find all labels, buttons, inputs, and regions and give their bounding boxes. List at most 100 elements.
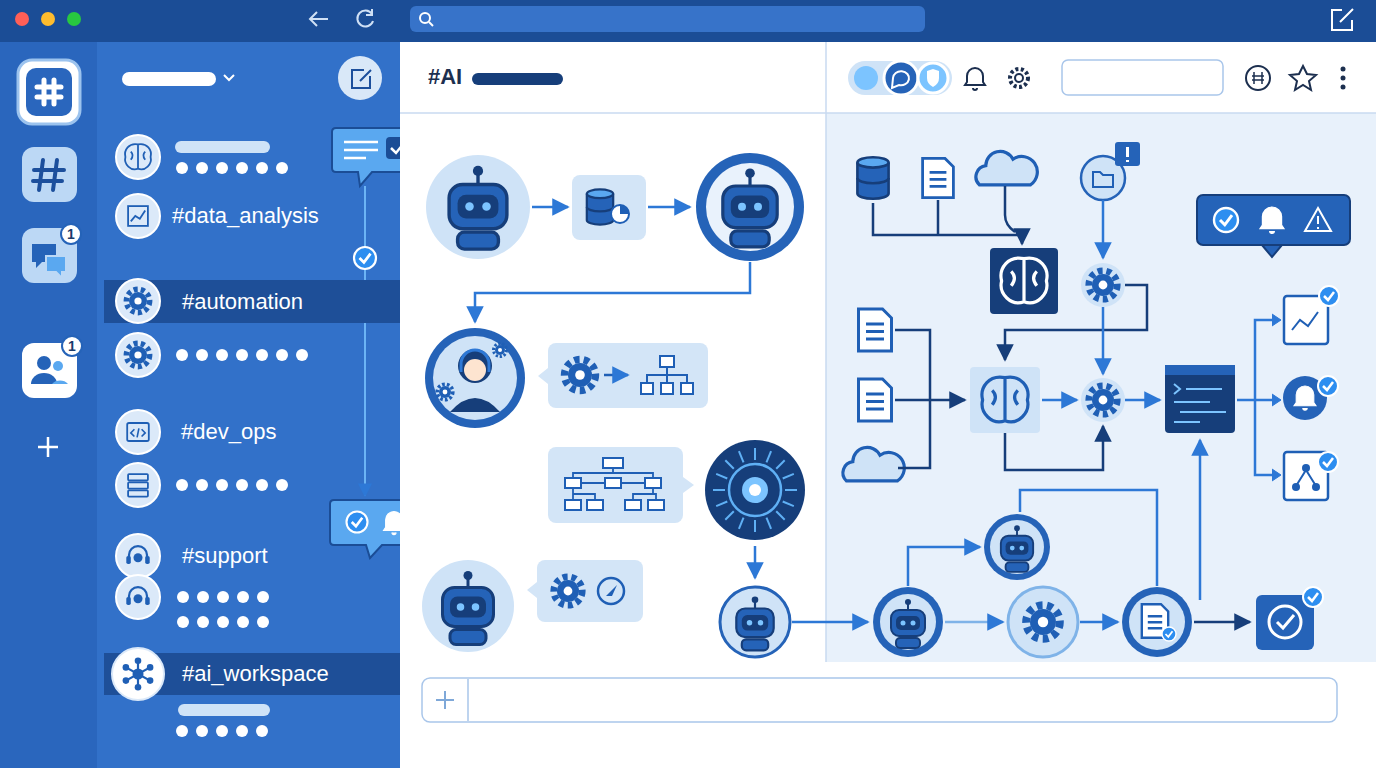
illustration-circle — [696, 153, 804, 261]
illustration-line — [1080, 621, 1118, 624]
illustration-path — [344, 142, 378, 158]
illustration-g — [713, 448, 797, 532]
illustration-rect — [537, 560, 643, 622]
illustration-rect — [848, 61, 952, 95]
illustration-path — [46, 256, 66, 278]
illustration-path — [1005, 186, 1015, 232]
illustration-path — [33, 160, 64, 190]
illustration-circle — [426, 155, 530, 259]
illustration-use — [1294, 386, 1316, 410]
illustration-rect — [400, 662, 1376, 768]
illustration-use — [449, 166, 507, 249]
illustration-use — [1089, 271, 1118, 300]
illustration-circle — [217, 616, 229, 628]
illustration-line — [604, 374, 628, 377]
channel-name: #automation — [182, 289, 303, 314]
illustration-circle — [236, 349, 248, 361]
illustration-line — [739, 451, 744, 462]
illustration-line — [1042, 399, 1077, 402]
illustration-use — [976, 151, 1037, 184]
illustration-rect — [641, 383, 653, 394]
illustration-path — [1005, 426, 1103, 470]
illustration-rect — [605, 478, 621, 488]
illustration-circle — [256, 349, 268, 361]
illustration-circle — [116, 410, 160, 454]
illustration-circle — [116, 534, 160, 578]
illustration-circle — [984, 514, 1050, 580]
illustration-circle — [884, 61, 918, 95]
notification-badge: 1 — [60, 223, 82, 245]
illustration-circle — [1015, 74, 1023, 82]
illustration-circle — [464, 359, 486, 381]
illustration-line — [648, 206, 690, 209]
illustration-path — [352, 70, 371, 88]
badge-count: 1 — [67, 226, 75, 242]
illustration-rect — [0, 42, 97, 768]
illustration-path — [37, 80, 61, 104]
illustration-line — [716, 501, 727, 506]
illustration-line — [754, 520, 756, 532]
illustration-circle — [296, 349, 308, 361]
illustration-rect — [175, 141, 270, 153]
illustration-use — [126, 343, 149, 366]
illustration-circle — [176, 479, 188, 491]
illustration-circle — [15, 12, 29, 26]
illustration-circle — [257, 616, 269, 628]
illustration-path — [937, 200, 940, 235]
illustration-use — [1260, 207, 1284, 233]
illustration-circle — [217, 591, 229, 603]
illustration-path — [895, 330, 930, 400]
illustration-circle — [41, 12, 55, 26]
illustration-path — [357, 9, 373, 27]
illustration-use — [126, 289, 149, 312]
illustration-circle — [433, 336, 517, 420]
notification-badge: 1 — [61, 335, 83, 357]
illustration-path — [1005, 285, 1147, 360]
illustration-rect — [122, 72, 216, 86]
illustration-g — [641, 356, 693, 394]
illustration-line — [945, 621, 1003, 624]
illustration-rect — [548, 447, 683, 523]
illustration-circle — [196, 349, 208, 361]
illustration-use — [891, 599, 925, 648]
illustration-path — [1290, 66, 1316, 90]
illustration-circle — [256, 725, 268, 737]
illustration-circle — [116, 194, 160, 238]
illustration-circle — [425, 328, 525, 428]
illustration-circle — [237, 616, 249, 628]
illustration-path — [461, 350, 489, 372]
illustration-use — [982, 377, 1028, 422]
illustration-line — [1102, 307, 1105, 374]
illustration-path — [1296, 470, 1316, 486]
selected-channel: #automation — [104, 280, 400, 323]
illustration-circle — [1302, 464, 1310, 472]
illustration-line — [776, 460, 784, 468]
channel-name: #ai_workspace — [182, 661, 329, 686]
illustration-use — [347, 512, 368, 533]
illustration-circle — [236, 725, 248, 737]
illustration-g — [116, 135, 160, 619]
illustration-path — [310, 12, 328, 26]
illustration-line — [754, 448, 756, 460]
illustration-line — [766, 451, 771, 462]
channel-name: #data_analysis — [172, 203, 319, 228]
illustration-path — [892, 71, 909, 88]
illustration-use — [554, 577, 583, 606]
badge-count: 1 — [68, 338, 76, 354]
illustration-path — [31, 373, 57, 384]
illustration-rect — [681, 383, 693, 394]
channel-name: #dev_ops — [181, 419, 276, 444]
illustration-rect — [990, 248, 1058, 314]
channel-title: #AI — [428, 64, 462, 89]
illustration-use — [437, 384, 453, 400]
illustration-use — [859, 379, 892, 421]
illustration-circle — [236, 162, 248, 174]
illustration-path — [1305, 208, 1331, 231]
illustration-line — [725, 460, 733, 468]
illustration-use — [127, 423, 149, 441]
illustration-rect — [625, 500, 641, 510]
illustration-circle — [611, 205, 629, 223]
illustration-use — [1162, 627, 1176, 641]
illustration-path — [224, 75, 234, 80]
illustration-circle — [196, 725, 208, 737]
